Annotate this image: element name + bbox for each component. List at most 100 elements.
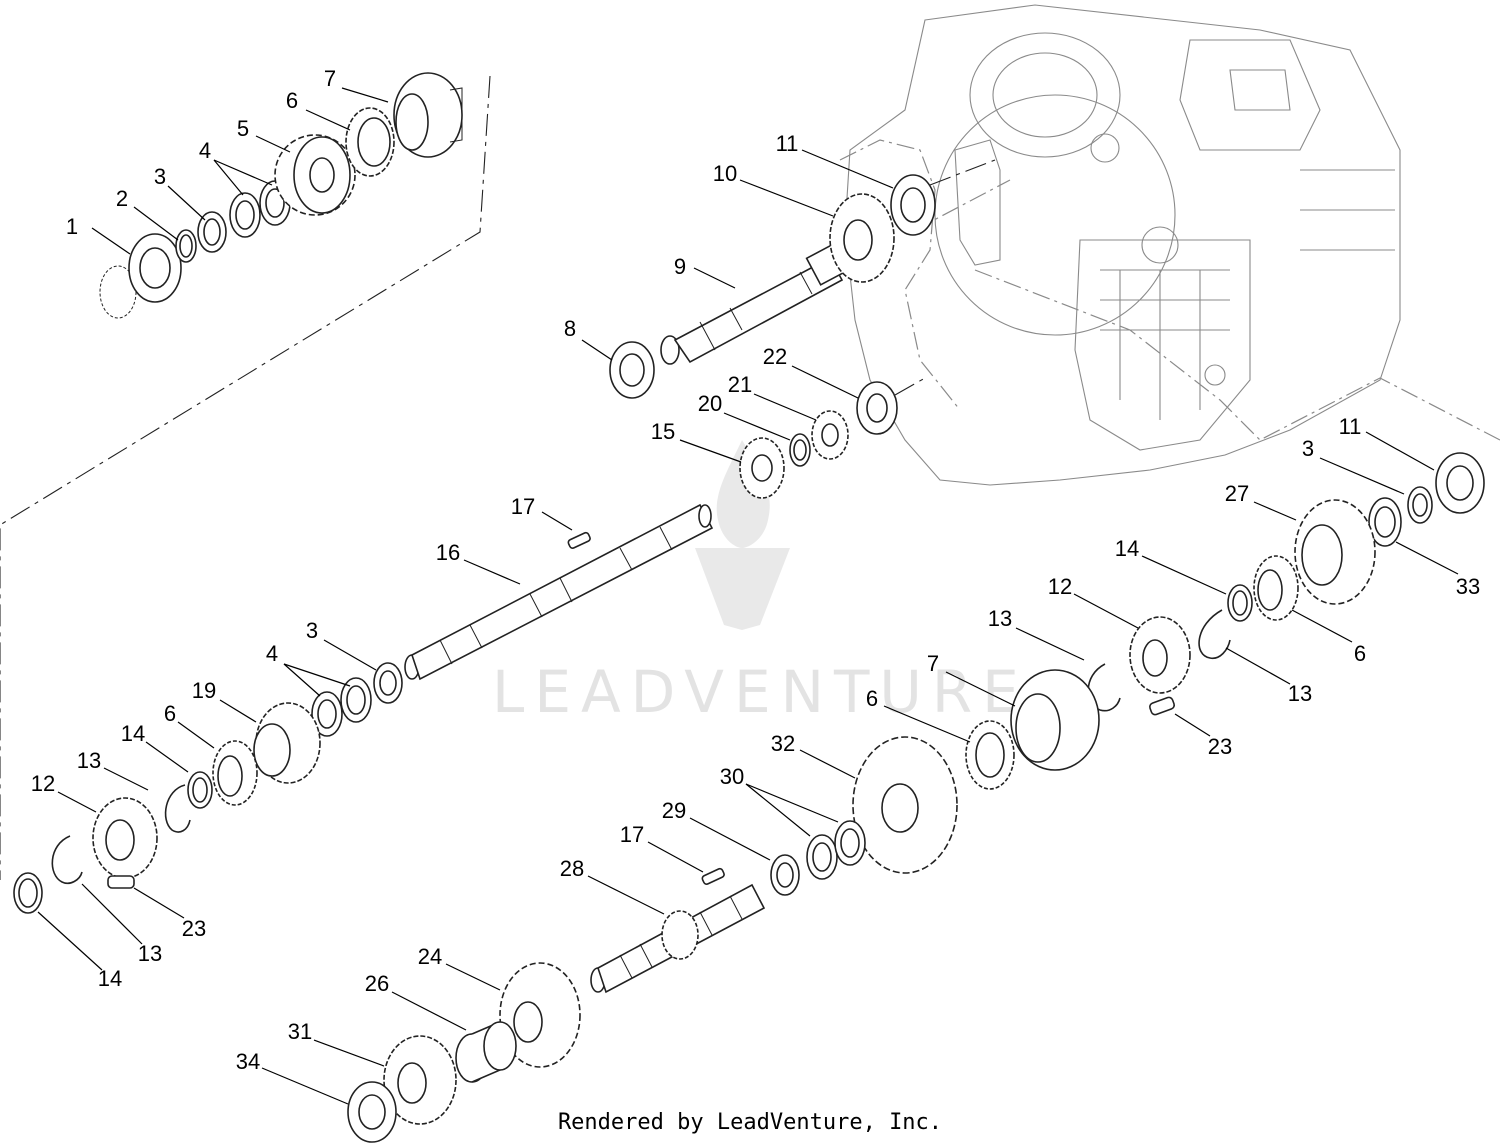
thrust-washer-3-right (1407, 486, 1433, 524)
callout-c13d: 13 (1288, 681, 1312, 706)
callout-c6b: 6 (164, 701, 176, 726)
callout-c31: 31 (288, 1019, 312, 1044)
key-17-lower (701, 867, 725, 885)
callout-labels: 1234567891011222120151716341961413122313… (31, 66, 1480, 1074)
leader-line-c4b (283, 663, 321, 697)
key-17-upper (567, 531, 591, 549)
callout-c14b: 14 (98, 966, 122, 991)
callout-c19: 19 (192, 678, 216, 703)
leader-line-c31 (313, 1039, 385, 1067)
bearing-8 (609, 341, 655, 399)
leadventure-watermark: LEADVENTURE (492, 440, 1029, 726)
callout-c13b: 13 (138, 941, 162, 966)
leader-line-c26 (391, 991, 467, 1031)
washer-20 (789, 433, 811, 467)
callout-c17b: 17 (620, 822, 644, 847)
leader-line-c13c (1015, 627, 1085, 661)
gear-6-middle (212, 740, 258, 806)
leader-line-c21 (753, 393, 817, 421)
gear-27 (1294, 499, 1376, 605)
leader-line-c11a (801, 149, 894, 189)
callout-c6a: 6 (286, 88, 298, 113)
leader-line-c2 (133, 206, 179, 241)
callout-c16: 16 (436, 540, 460, 565)
callout-c28: 28 (560, 856, 584, 881)
callout-c20: 20 (698, 391, 722, 416)
leader-line-c12a (57, 791, 97, 813)
callout-c30: 30 (720, 764, 744, 789)
watermark-text: LEADVENTURE (492, 658, 1029, 726)
leader-line-c17b (647, 841, 704, 873)
callout-c23b: 23 (1208, 734, 1232, 759)
circlip-13-right-lower (1087, 663, 1121, 712)
callout-c29: 29 (662, 798, 686, 823)
leader-line-c13b (81, 883, 143, 945)
bearing-34 (347, 1081, 397, 1143)
leader-line-c1 (91, 227, 131, 255)
callout-c2: 2 (116, 186, 128, 211)
callout-c13a: 13 (77, 748, 101, 773)
leader-line-c3b (323, 639, 377, 671)
leader-line-c7b (945, 671, 1016, 707)
callout-c4a: 4 (199, 138, 211, 163)
snap-ring-14-left (13, 872, 43, 914)
collar-26 (455, 1020, 517, 1083)
leader-line-c13d (1225, 647, 1291, 685)
key-23-left (107, 875, 135, 889)
callout-c27: 27 (1225, 481, 1249, 506)
leader-line-c9 (693, 267, 736, 289)
callout-c12b: 12 (1048, 574, 1072, 599)
gear-10 (829, 193, 895, 283)
leader-line-c34 (261, 1067, 349, 1105)
leader-line-c29 (689, 817, 771, 861)
gear-6-lower (965, 720, 1015, 790)
sleeve-7-upper (393, 72, 463, 158)
circlip-13-left (51, 835, 83, 885)
washer-29 (770, 854, 800, 896)
thrust-washer-3-middle (373, 662, 403, 704)
callout-c5: 5 (237, 116, 249, 141)
needle-bearing-4 (229, 180, 291, 238)
leader-line-c14c (1141, 555, 1227, 595)
leader-line-c22 (791, 365, 859, 399)
leader-line-c6b (177, 721, 215, 749)
phantom-lines (0, 75, 996, 880)
callout-c3b: 3 (306, 618, 318, 643)
callout-c34: 34 (236, 1049, 260, 1074)
needle-bearing-4-middle (311, 677, 372, 737)
leader-line-c20 (723, 412, 791, 441)
callout-c33: 33 (1456, 574, 1480, 599)
callout-c14a: 14 (121, 721, 145, 746)
callout-c10: 10 (713, 161, 737, 186)
leader-line-c3c (1319, 457, 1405, 495)
gear-24 (499, 962, 581, 1068)
callout-c21: 21 (728, 372, 752, 397)
gear-19 (253, 702, 321, 784)
leader-line-c4a (213, 159, 273, 186)
callout-c11a: 11 (776, 131, 799, 156)
gear-32 (852, 736, 958, 874)
callout-c12a: 12 (31, 771, 55, 796)
leader-line-c17a (541, 511, 573, 531)
bearing-11-upper (890, 174, 936, 236)
hub-12-left (92, 797, 158, 879)
leader-line-c6c (1291, 609, 1353, 643)
callout-c13c: 13 (988, 606, 1012, 631)
gear-6-right (1253, 555, 1299, 621)
leader-line-c11b (1365, 431, 1435, 471)
transmission-housing (839, 4, 1500, 486)
leader-line-c19 (219, 699, 257, 723)
hub-12-right (1129, 616, 1191, 694)
callout-c26: 26 (365, 971, 389, 996)
callout-c7b: 7 (927, 651, 939, 676)
callout-c14c: 14 (1115, 536, 1139, 561)
leader-line-c14a (145, 741, 189, 773)
callout-c7a: 7 (324, 66, 336, 91)
callout-c22: 22 (763, 344, 787, 369)
snap-ring-14-middle (187, 771, 213, 809)
key-23-right (1148, 696, 1176, 716)
leader-line-c24 (445, 963, 501, 991)
callout-c6c: 6 (1354, 641, 1366, 666)
leader-line-c4b (283, 663, 351, 687)
